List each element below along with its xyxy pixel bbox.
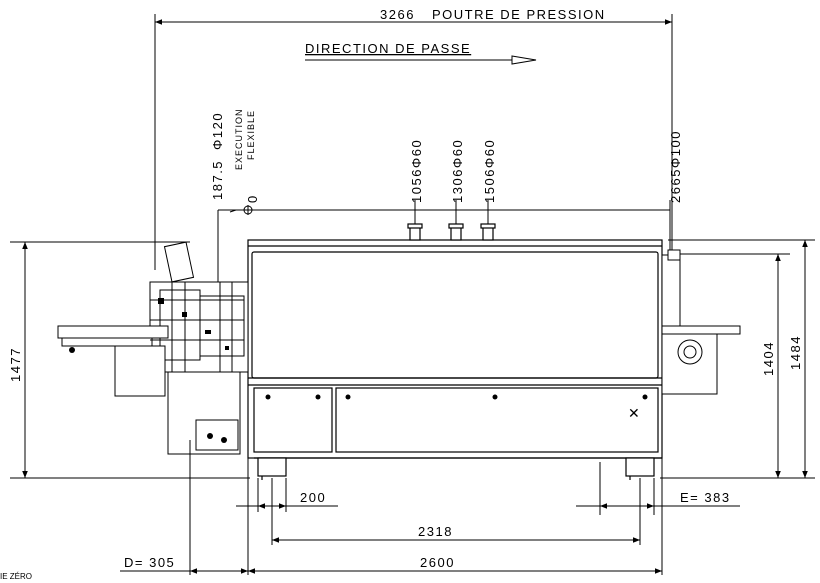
direction-arrow xyxy=(305,55,537,65)
infeed-unit xyxy=(57,241,249,455)
outlet-reference-line xyxy=(217,200,671,300)
dim-d305-label: D= 305 xyxy=(124,555,175,570)
infeed-unit-detail xyxy=(69,298,229,443)
outlet-1506-label: 1506Φ60 xyxy=(482,139,497,203)
dim-e383-label: E= 383 xyxy=(680,490,731,505)
dim-2600-label: 2600 xyxy=(420,555,455,570)
outlet-120-label: Φ120 xyxy=(210,112,225,150)
bottom-dimensions xyxy=(120,440,740,575)
height-1404-label: 1404 xyxy=(761,341,776,376)
outlet-1306-label: 1306Φ60 xyxy=(450,139,465,203)
direction-label: DIRECTION DE PASSE xyxy=(305,41,471,56)
outlet-pipes xyxy=(407,223,496,241)
zero-label: 0 xyxy=(245,194,260,203)
dim-200-label: 200 xyxy=(300,490,326,505)
footnote-label: IE ZÉRO xyxy=(0,572,32,581)
poutre-label: POUTRE DE PRESSION xyxy=(432,7,606,22)
poutre-value: 3266 xyxy=(380,7,415,22)
poutre-dimension xyxy=(154,14,673,270)
machine-body xyxy=(247,239,663,459)
outlet-1056-label: 1056Φ60 xyxy=(409,139,424,203)
outlet-2665-label: 2665Φ100 xyxy=(668,130,683,203)
machine-screws xyxy=(265,394,648,400)
height-dimensions xyxy=(10,239,815,479)
machine-feet xyxy=(257,457,655,480)
execution-label: EXECUTION xyxy=(234,108,244,170)
flexible-label: FLEXIBLE xyxy=(246,110,256,160)
panel-x-icon: ✕ xyxy=(628,405,640,421)
dim-2318-label: 2318 xyxy=(418,524,453,539)
outfeed-unit xyxy=(661,249,741,395)
height-1477-label: 1477 xyxy=(8,347,23,382)
height-1484-label: 1484 xyxy=(788,335,803,370)
outlet-187-label: 187.5 xyxy=(210,160,225,200)
